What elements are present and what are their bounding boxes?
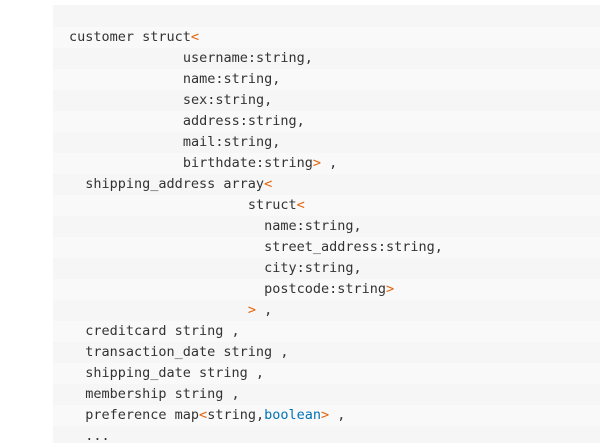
bracket-token: < bbox=[296, 197, 305, 213]
code-token: , bbox=[256, 302, 273, 318]
code-line: postcode:string> bbox=[53, 279, 600, 300]
code-token: city:string, bbox=[264, 260, 362, 276]
code-token: shipping_date string , bbox=[85, 365, 265, 381]
code-top-padding bbox=[53, 5, 600, 27]
code-line: creditcard string , bbox=[53, 321, 600, 342]
code-token: street_address:string, bbox=[264, 239, 443, 255]
code-line: shipping_address array< bbox=[53, 174, 600, 195]
code-line: shipping_date string , bbox=[53, 363, 600, 384]
code-token: username:string, bbox=[182, 50, 313, 66]
code-line: membership string , bbox=[53, 384, 600, 405]
bracket-token: < bbox=[264, 176, 273, 192]
code-token: customer struct bbox=[69, 29, 191, 45]
code-token: address:string, bbox=[182, 113, 305, 129]
code-token: postcode:string bbox=[264, 281, 387, 297]
code-token: transaction_date string , bbox=[85, 344, 289, 360]
bracket-token: > bbox=[247, 302, 256, 318]
code-line: ... bbox=[53, 426, 600, 443]
code-token: , bbox=[321, 155, 338, 171]
bracket-token: > bbox=[321, 407, 330, 423]
code-block: customer struct<username:string,name:str… bbox=[53, 5, 600, 443]
code-line: struct< bbox=[53, 195, 600, 216]
bracket-token: < bbox=[199, 407, 208, 423]
code-line: name:string, bbox=[53, 216, 600, 237]
code-line: > , bbox=[53, 300, 600, 321]
code-line: street_address:string, bbox=[53, 237, 600, 258]
code-token: membership string , bbox=[85, 386, 240, 402]
code-token: mail:string, bbox=[182, 134, 281, 150]
code-token: string, bbox=[207, 407, 265, 423]
code-token: name:string, bbox=[182, 71, 281, 87]
code-line: username:string, bbox=[53, 48, 600, 69]
bracket-token: > bbox=[312, 155, 321, 171]
code-token: struct bbox=[247, 197, 297, 213]
code-line: sex:string, bbox=[53, 90, 600, 111]
code-line: transaction_date string , bbox=[53, 342, 600, 363]
code-line: customer struct< bbox=[53, 27, 600, 48]
code-line: preference map<string,boolean> , bbox=[53, 405, 600, 426]
code-token: birthdate:string bbox=[182, 155, 313, 171]
code-line: mail:string, bbox=[53, 132, 600, 153]
type-token: boolean bbox=[264, 407, 321, 423]
code-token: sex:string, bbox=[182, 92, 273, 108]
code-line: birthdate:string> , bbox=[53, 153, 600, 174]
code-line: name:string, bbox=[53, 69, 600, 90]
code-token: ... bbox=[85, 428, 110, 443]
bracket-token: > bbox=[386, 281, 395, 297]
code-token: creditcard string , bbox=[85, 323, 240, 339]
code-line: address:string, bbox=[53, 111, 600, 132]
code-token: , bbox=[329, 407, 346, 423]
bracket-token: < bbox=[190, 29, 200, 45]
code-token: shipping_address array bbox=[85, 176, 265, 192]
code-token: name:string, bbox=[264, 218, 362, 234]
code-lines: customer struct<username:string,name:str… bbox=[53, 27, 600, 443]
code-line: city:string, bbox=[53, 258, 600, 279]
code-token: preference map bbox=[85, 407, 200, 423]
